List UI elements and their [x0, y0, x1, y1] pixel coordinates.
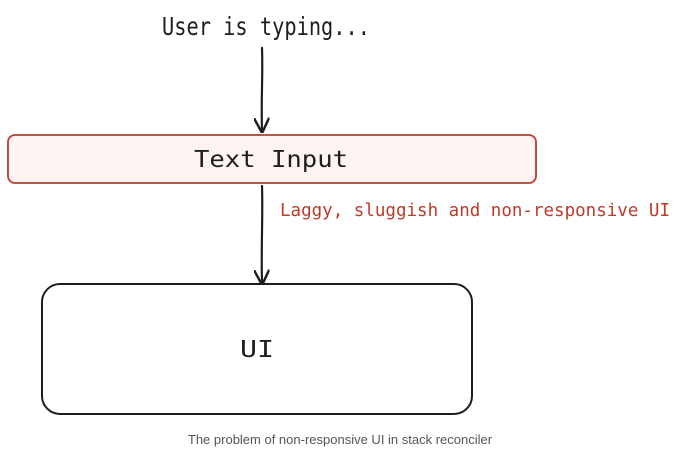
laggy-annotation: Laggy, sluggish and non-responsive UI — [280, 200, 670, 221]
text-input-box-label: Text Input — [194, 147, 348, 173]
arrow-to-text-input — [262, 46, 263, 130]
arrow-to-ui — [262, 184, 263, 282]
figure-caption: The problem of non-responsive UI in stac… — [187, 432, 493, 447]
user-typing-label: User is typing... — [162, 12, 370, 41]
text-input-box — [7, 134, 537, 184]
ui-box-label: UI — [240, 337, 274, 363]
ui-box — [41, 283, 473, 415]
